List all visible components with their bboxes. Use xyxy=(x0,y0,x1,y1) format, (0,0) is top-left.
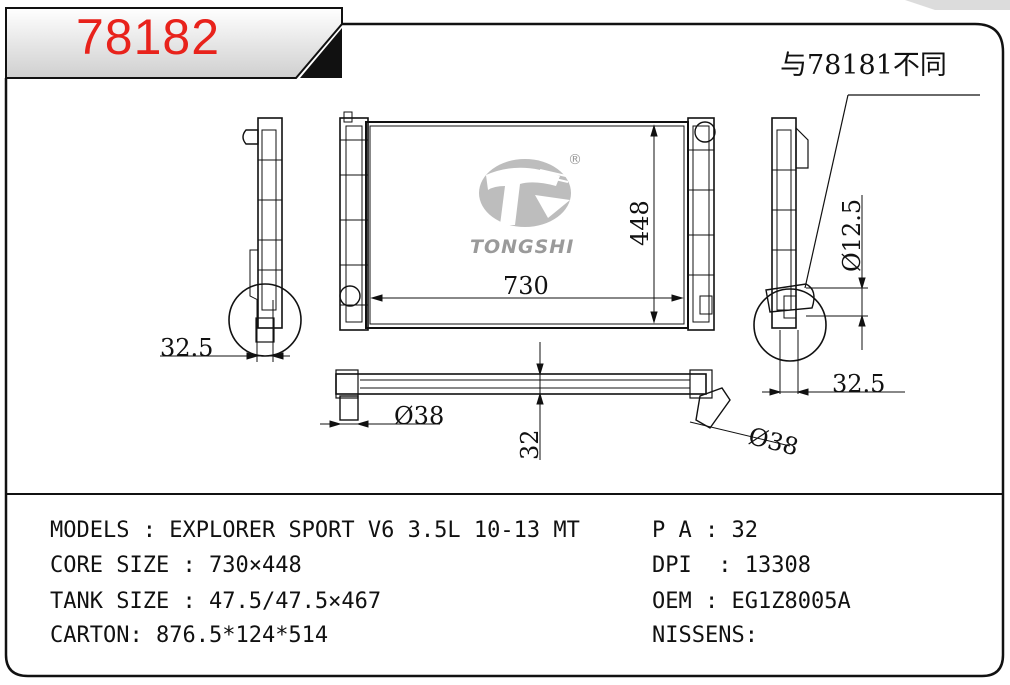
spec-separator: : xyxy=(691,553,745,578)
spec-row-core-size: CORE SIZE : 730×448 xyxy=(50,555,302,577)
spec-label: CORE SIZE xyxy=(50,553,170,578)
spec-value: 13308 xyxy=(744,553,811,578)
spec-label: OEM xyxy=(652,589,692,614)
spec-separator: : xyxy=(691,518,732,543)
spec-value: 730×448 xyxy=(208,553,302,578)
spec-row-oem: OEM : EG1Z8005A xyxy=(652,591,851,613)
radiator-front-view xyxy=(339,111,716,331)
registered-mark: ® xyxy=(568,152,582,168)
right-side-view xyxy=(753,117,905,396)
spec-row-models: MODELS : EXPLORER SPORT V6 3.5L 10-13 MT xyxy=(50,520,580,542)
tab-shadow xyxy=(300,28,342,78)
part-number: 78182 xyxy=(76,9,221,65)
spec-row-carton: CARTON: 876.5*124*514 xyxy=(50,625,328,647)
spec-row-nissens: NISSENS: xyxy=(652,625,758,647)
bottom-pipe-diameter-dim: Ø38 xyxy=(394,402,445,430)
spec-label: DPI xyxy=(652,553,692,578)
spec-label: MODELS xyxy=(50,518,130,543)
tongshi-logo-icon xyxy=(479,159,571,227)
right-pipe-dim: 32.5 xyxy=(832,370,886,398)
spec-label: CARTON xyxy=(50,623,130,648)
spec-value: EG1Z8005A xyxy=(731,589,851,614)
spec-value: 32 xyxy=(731,518,759,543)
spec-value: EXPLORER SPORT V6 3.5L 10-13 MT xyxy=(169,518,580,543)
spec-label: NISSENS xyxy=(652,623,745,648)
core-height-dim: 448 xyxy=(626,200,654,246)
spec-separator: : xyxy=(129,518,170,543)
spec-label: P A xyxy=(652,518,692,543)
spec-value: 47.5/47.5×467 xyxy=(208,589,382,614)
spec-label: TANK SIZE xyxy=(50,589,170,614)
spec-separator: : xyxy=(169,589,209,614)
spec-row-tank-size: TANK SIZE : 47.5/47.5×467 xyxy=(50,591,381,613)
corner-tab xyxy=(905,0,1010,10)
core-width-dim: 730 xyxy=(503,272,549,300)
bottom-view xyxy=(320,342,791,460)
spec-row-dpi: DPI : 13308 xyxy=(652,555,811,577)
bottom-offset-dim: 32 xyxy=(516,429,544,460)
inlet-diameter-dim: Ø12.5 xyxy=(838,198,866,272)
spec-separator: : xyxy=(744,623,758,648)
note-leader xyxy=(804,94,849,289)
difference-note: 与78181不同 xyxy=(780,50,947,81)
spec-separator: : xyxy=(691,589,732,614)
spec-value: 876.5*124*514 xyxy=(155,623,329,648)
left-side-view xyxy=(160,117,302,362)
sheet-frame xyxy=(4,22,1005,678)
spec-separator: : xyxy=(129,623,156,648)
part-number-tab xyxy=(5,7,343,79)
brand-name: TONGSHI xyxy=(470,236,575,258)
spec-separator: : xyxy=(169,553,209,578)
spec-row-pa: P A : 32 xyxy=(652,520,758,542)
left-pipe-dim: 32.5 xyxy=(160,334,214,362)
